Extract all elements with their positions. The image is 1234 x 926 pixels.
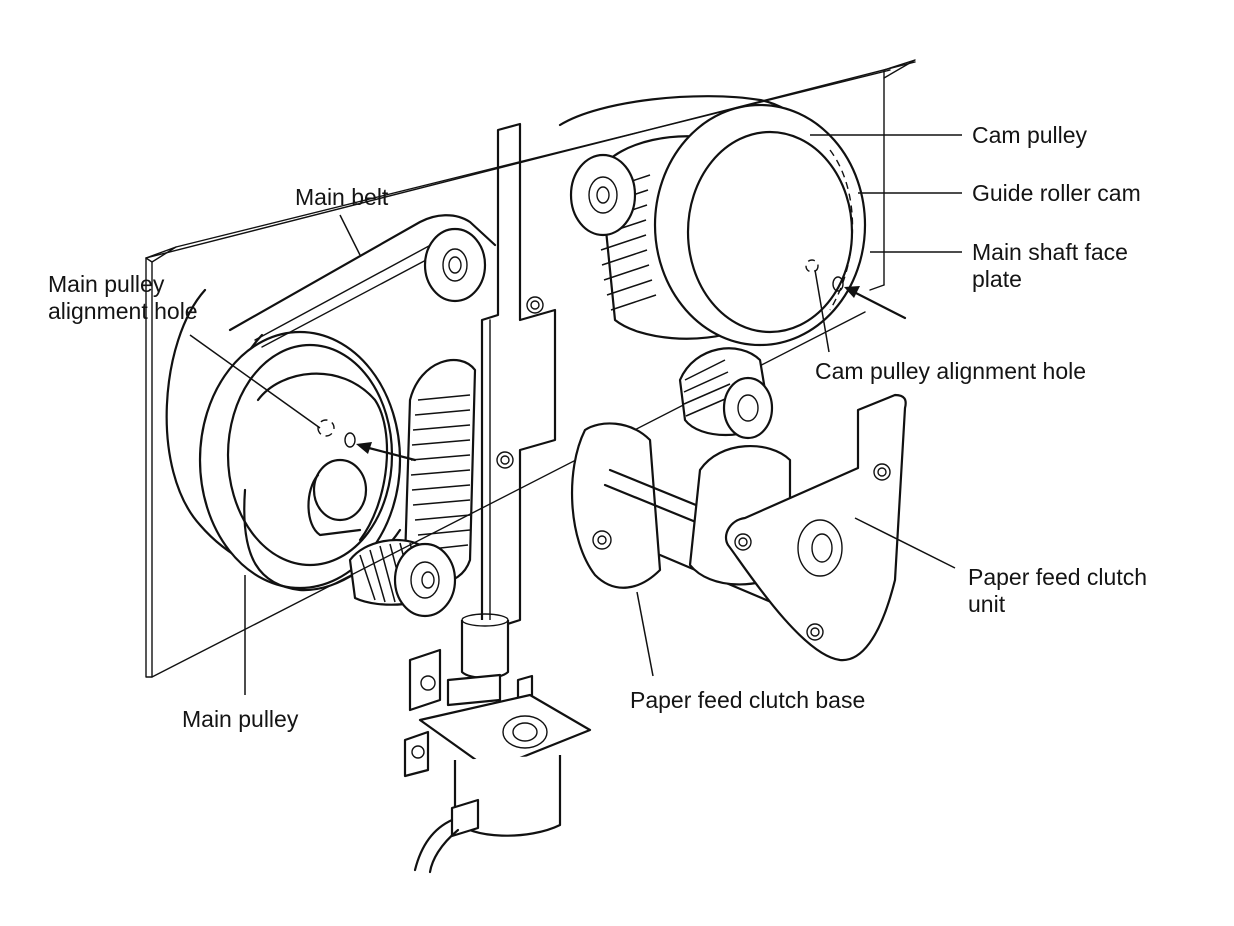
leader-main-belt [339,214,361,256]
arrowhead-cam-pulley [844,286,860,298]
label-paper-feed-clutch-unit-line1: Paper feed clutch [968,564,1148,590]
leader-cam-pulley-alignment-hole [814,269,830,353]
label-main-pulley: Main pulley [182,706,299,732]
label-cam-pulley-alignment-hole: Cam pulley alignment hole [815,358,1087,384]
label-main-pulley-alignment-hole-line2: alignment hole [48,298,198,324]
cam-pulley [558,95,867,347]
leader-lines [189,134,962,695]
label-main-shaft-face-plate-line2: plate [972,266,1022,292]
label-cam-pulley: Cam pulley [972,122,1088,148]
leader-paper-feed-clutch-unit [854,517,956,569]
label-main-belt: Main belt [295,184,389,210]
upper-center-pulley [569,153,637,237]
lower-gear-pulley [348,538,457,618]
main-pulley [165,288,402,592]
upper-idler-pulley [423,227,487,303]
label-main-pulley-alignment-hole: Main pulley alignment hole [48,271,198,325]
right-face-plate [869,59,916,291]
arrowhead-main-pulley [356,442,372,454]
alignment-arrows [356,286,907,462]
label-guide-roller-cam: Guide roller cam [972,180,1141,206]
arrow-main-pulley-hole [363,445,417,462]
label-main-pulley-alignment-hole-line1: Main pulley [48,271,165,297]
main-belt [228,214,497,348]
paper-feed-clutch-unit [571,347,907,662]
label-paper-feed-clutch-base: Paper feed clutch base [630,687,866,713]
center-bracket [480,122,557,634]
leader-main-pulley-alignment-hole [189,334,321,429]
arrow-cam-pulley-hole [850,289,907,320]
label-main-shaft-face-plate: Main shaft face plate [972,239,1128,293]
label-paper-feed-clutch-unit-line2: unit [968,591,1006,617]
motor-assembly [403,613,592,874]
leader-paper-feed-clutch-base [636,591,654,677]
label-paper-feed-clutch-unit: Paper feed clutch unit [968,564,1147,618]
label-main-shaft-face-plate-line1: Main shaft face [972,239,1128,265]
